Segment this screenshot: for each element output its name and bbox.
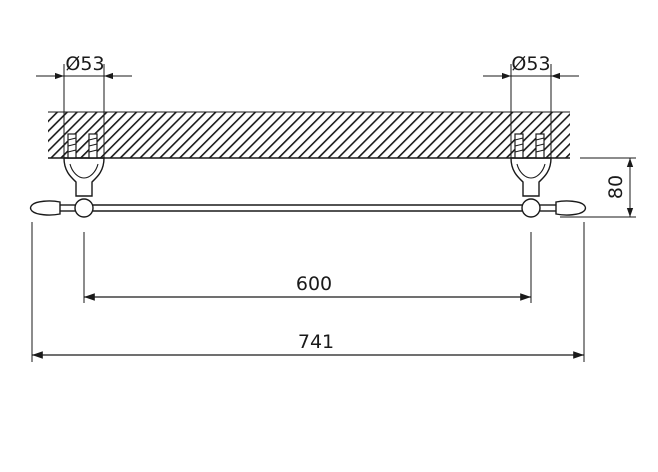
height-dimension: 80: [560, 157, 636, 218]
height-label: 80: [605, 175, 627, 199]
right-finial: [555, 200, 587, 216]
right-diameter-dimension: Ø53: [483, 53, 579, 158]
right-diameter-label: Ø53: [511, 53, 550, 75]
wall-section: [48, 111, 570, 159]
towel-bar: [60, 204, 556, 212]
center-distance-label: 600: [296, 273, 332, 295]
right-bracket: [510, 157, 552, 218]
left-bracket: [63, 157, 105, 218]
left-finial: [29, 200, 61, 216]
left-wall-screws: [67, 133, 98, 159]
left-diameter-label: Ø53: [65, 53, 104, 75]
center-distance-dimension: 600: [83, 232, 532, 303]
overall-length-dimension: 741: [31, 222, 585, 362]
overall-length-label: 741: [298, 331, 334, 353]
left-diameter-dimension: Ø53: [36, 53, 132, 158]
